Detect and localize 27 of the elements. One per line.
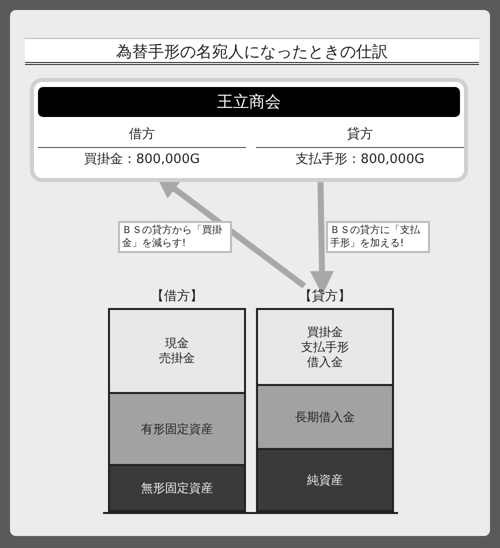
balance-sheet-side-heading: 【借方】 [150,288,204,306]
balance-sheet-block [108,392,246,466]
edge-label: ＢＳの貸方から「買掛金」を減らす! [118,221,232,253]
company-name-header: 王立商会 [38,87,460,117]
balance-sheet-block [256,308,394,386]
account-name: 有形固定資産 [141,422,213,436]
column-heading: 借方 [38,122,246,148]
journal-amount: 買掛金：800,000G [83,151,201,169]
edge-label: ＢＳの貸方に「支払手形」を加える! [326,221,430,253]
journal-entry-panel [30,78,468,182]
account-name: 借入金 [307,354,343,370]
account-name: 純資産 [307,472,343,488]
balance-sheet-block [256,384,394,450]
account-name: 支払手形 [301,340,349,354]
account-name: 売掛金 [159,351,195,366]
account-name: 無形固定資産 [141,480,213,496]
balance-sheet-block [108,308,246,394]
account-name: 長期借入金 [295,410,355,424]
balance-sheet-block [256,448,394,512]
balance-sheet-side-heading: 【貸方】 [298,288,352,306]
balance-sheet-block [108,464,246,512]
account-name: 買掛金 [307,324,343,340]
journal-amount: 支払手形：800,000G [294,151,426,169]
column-heading: 貸方 [256,122,464,148]
arrow [310,180,334,295]
account-name: 現金 [165,336,189,351]
diagram-title: 為替手形の名宛人になったときの仕訳 [25,38,479,65]
